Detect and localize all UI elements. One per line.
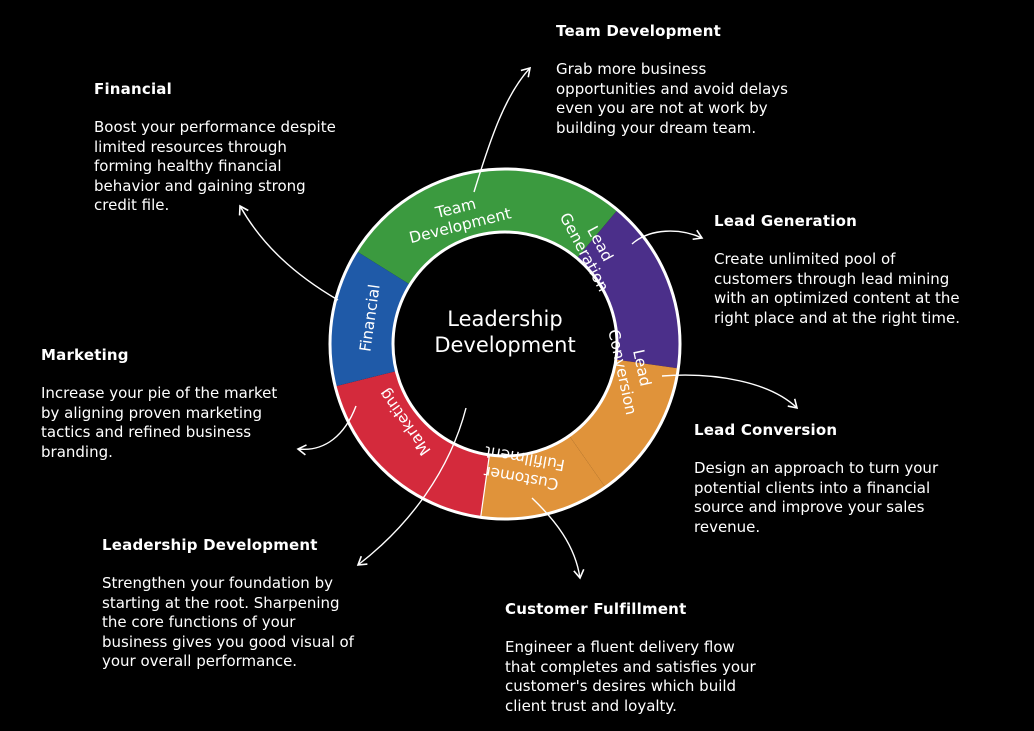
ring-outer-border	[328, 167, 682, 521]
text-line: behavior and gaining strong	[94, 176, 306, 195]
arrow-to-financial	[238, 204, 339, 301]
text-line: branding.	[41, 442, 113, 461]
marketing-title: Marketing	[41, 346, 129, 364]
team-development-title: Team Development	[556, 22, 721, 40]
text-line: right place and at the right time.	[714, 308, 961, 327]
segment-financial	[329, 251, 411, 387]
arrow-to-lead-generation	[631, 229, 704, 245]
leadership-development-title: Leadership Development	[102, 536, 318, 554]
text-line: starting at the root. Sharpening	[102, 593, 340, 612]
ring-borders	[328, 167, 682, 521]
text-line: Boost your performance despite	[94, 118, 336, 136]
text-line: forming healthy financial	[94, 157, 282, 175]
text-line: Create unlimited pool of	[714, 250, 896, 268]
arrow-to-team-development	[473, 66, 532, 193]
text-line: Increase your pie of the market	[41, 384, 278, 402]
lead-conversion-title: Lead Conversion	[694, 421, 838, 439]
text-line: customers through lead mining	[714, 269, 950, 288]
text-line: revenue.	[694, 517, 761, 536]
text-line: business gives you good visual of	[102, 632, 354, 651]
text-line: that completes and satisfies your	[505, 657, 756, 676]
text-line: client trust and loyalty.	[505, 696, 677, 715]
leadership-development-block: Leadership Development Strengthen your f…	[102, 536, 412, 672]
customer-fulfillment-block: Customer Fulfillment Engineer a fluent d…	[505, 600, 815, 716]
center-title-line2: Development	[434, 333, 575, 357]
financial-block: Financial Boost your performance despite…	[94, 80, 394, 216]
text-line: potential clients into a financial	[694, 478, 931, 497]
segment-marketing	[335, 371, 490, 518]
arrow-to-marketing	[296, 405, 357, 456]
text-line: with an optimized content at the	[714, 289, 960, 307]
ring	[329, 168, 681, 519]
text-line: limited resources through	[94, 137, 287, 156]
text-line: opportunities and avoid delays	[556, 79, 788, 98]
text-line: Strengthen your foundation by	[102, 574, 333, 592]
center-title-line1: Leadership	[447, 307, 562, 331]
segment-leadconv	[569, 359, 679, 488]
lead-generation-title: Lead Generation	[714, 212, 857, 230]
arrow-to-customer-fulfillment	[531, 497, 585, 580]
customer-fulfillment-title: Customer Fulfillment	[505, 600, 687, 618]
segment-team	[356, 168, 618, 285]
lead-generation-block: Lead Generation Create unlimited pool of…	[714, 212, 1019, 328]
text-line: your overall performance.	[102, 652, 298, 670]
lead-conversion-block: Lead Conversion Design an approach to tu…	[694, 421, 999, 537]
marketing-block: Marketing Increase your pie of the marke…	[41, 346, 341, 462]
segment-divider	[480, 454, 491, 518]
text-line: source and improve your sales	[694, 498, 925, 516]
text-line: by aligning proven marketing	[41, 403, 263, 422]
text-line: credit file.	[94, 196, 170, 214]
financial-title: Financial	[94, 80, 172, 98]
arrow-to-lead-conversion	[661, 374, 799, 410]
arrow-to-leadership-development	[356, 407, 467, 566]
connector-arrows	[238, 66, 799, 580]
text-line: Design an approach to turn your	[694, 459, 939, 477]
text-line: Grab more business	[556, 60, 707, 78]
text-line: tactics and refined business	[41, 423, 252, 441]
text-line: the core functions of your	[102, 613, 296, 631]
segment-leadgen	[576, 209, 681, 369]
text-line: Engineer a fluent delivery flow	[505, 638, 735, 656]
text-line: building your dream team.	[556, 118, 757, 137]
text-line: customer's desires which build	[505, 677, 737, 695]
ring-inner-border	[391, 230, 619, 458]
text-line: even you are not at work by	[556, 99, 768, 117]
